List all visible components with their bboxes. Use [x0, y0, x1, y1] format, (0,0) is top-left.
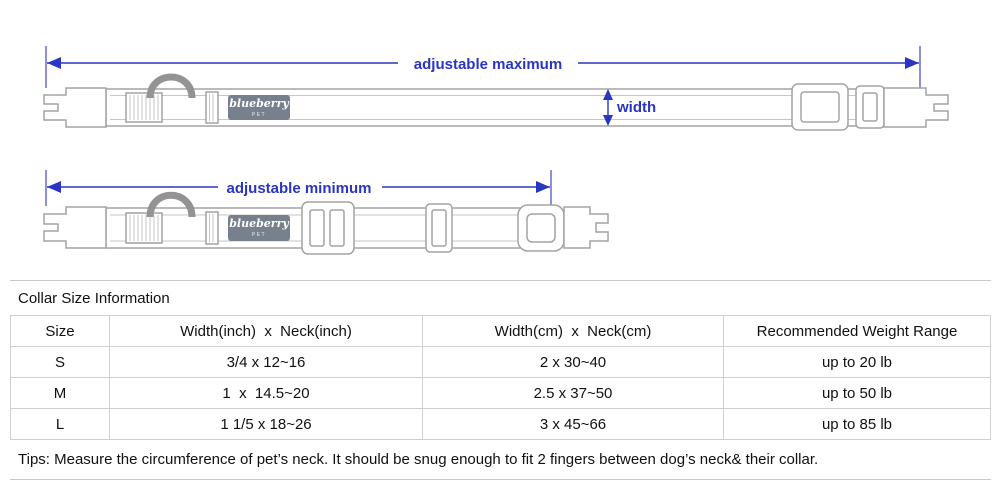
arrowhead-up-icon [603, 89, 613, 100]
width-label: width [616, 99, 656, 116]
section-title: Collar Size Information [10, 280, 991, 315]
loop-keeper-slot [862, 92, 878, 122]
webbing-overlay [125, 212, 163, 244]
buckle-right-end [563, 206, 609, 249]
brand-name-label: blueberry [229, 97, 290, 110]
arrowhead-down-icon [603, 115, 613, 126]
cell-width-cm: 2 x 30~40 [422, 346, 724, 378]
arrowhead-left-icon [47, 181, 61, 193]
cell-width-inch: 1 1/5 x 18~26 [109, 408, 423, 440]
cell-size: S [10, 346, 110, 378]
size-table: Size Width(inch) x Neck(inch) Width(cm) … [10, 315, 991, 440]
d-ring-icon [146, 73, 196, 99]
arrowhead-right-icon [905, 57, 919, 69]
d-ring-icon [146, 191, 196, 218]
slider-slot-right [329, 209, 345, 247]
cell-width-cm: 2.5 x 37~50 [422, 377, 724, 409]
buckle-housing-slot [526, 213, 556, 243]
table-row-m: M 1 x 14.5~20 2.5 x 37~50 up to 50 lb [10, 377, 991, 409]
arrowhead-left-icon [47, 57, 61, 69]
header-width-inch: Width(inch) x Neck(inch) [109, 315, 423, 347]
cell-size: L [10, 408, 110, 440]
cell-weight: up to 50 lb [723, 377, 991, 409]
dimension-adjustable-minimum: adjustable minimum [45, 170, 552, 206]
collar-max-drawing: blueberry PET [43, 73, 949, 131]
arrowhead-right-icon [536, 181, 550, 193]
table-header-row: Size Width(inch) x Neck(inch) Width(cm) … [10, 315, 991, 347]
collar-strap [105, 88, 887, 127]
buckle-right-end [883, 87, 949, 128]
webbing-overlay [125, 92, 163, 123]
collar-size-info-section: Collar Size Information Size Width(inch)… [0, 280, 1001, 480]
header-weight-range: Recommended Weight Range [723, 315, 991, 347]
cell-width-inch: 1 x 14.5~20 [109, 377, 423, 409]
loop-keeper-slot [431, 209, 447, 247]
keeper-hatch [209, 94, 214, 121]
cell-weight: up to 85 lb [723, 408, 991, 440]
buckle-left-end [43, 206, 107, 249]
slider-slot-left [309, 209, 325, 247]
table-row-s: S 3/4 x 12~16 2 x 30~40 up to 20 lb [10, 346, 991, 378]
brand-sub-label: PET [252, 232, 266, 238]
strap-keeper-small [205, 211, 219, 245]
brand-tag [228, 95, 290, 120]
collar-diagram: adjustable maximum blueberry PET width [43, 46, 949, 255]
collar-min-drawing: blueberry PET [43, 191, 609, 255]
brand-name-label: blueberry [229, 217, 290, 230]
buckle-left-end [43, 87, 107, 128]
keeper-hatch [209, 214, 214, 242]
header-width-cm: Width(cm) x Neck(cm) [422, 315, 724, 347]
cell-size: M [10, 377, 110, 409]
brand-sub-label: PET [252, 112, 266, 118]
brand-tag [228, 215, 290, 241]
adjustable-minimum-label: adjustable minimum [226, 180, 371, 197]
cell-weight: up to 20 lb [723, 346, 991, 378]
table-row-l: L 1 1/5 x 18~26 3 x 45~66 up to 85 lb [10, 408, 991, 440]
tips-text: Tips: Measure the circumference of pet’s… [10, 440, 991, 480]
slider-buckle-slot [800, 91, 840, 123]
webbing-hatch [129, 95, 159, 120]
cell-width-cm: 3 x 45~66 [422, 408, 724, 440]
cell-width-inch: 3/4 x 12~16 [109, 346, 423, 378]
header-size: Size [10, 315, 110, 347]
dimension-width: width [603, 89, 656, 126]
webbing-hatch [129, 215, 159, 241]
dimension-adjustable-maximum: adjustable maximum [45, 46, 921, 88]
strap-keeper-small [205, 91, 219, 124]
adjustable-maximum-label: adjustable maximum [414, 56, 562, 73]
